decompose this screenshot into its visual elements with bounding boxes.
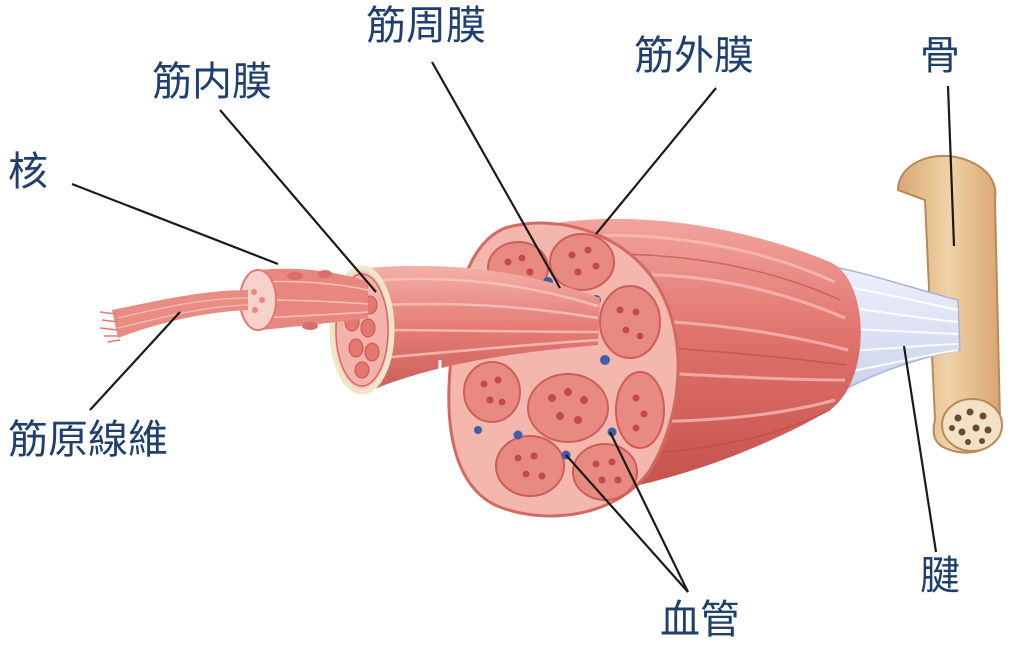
label-tendon: 腱 [920,553,960,599]
leader-line-bone [946,85,956,247]
leader-line-epimysium [595,87,717,235]
myofibril-shape [99,290,249,343]
leader-line-perimysium [431,61,561,289]
label-epimysium: 筋外膜 [634,33,754,79]
leader-line-vessel-b [609,431,689,593]
label-nucleus: 核 [8,149,48,195]
muscle-cross-section [447,221,680,518]
label-endomysium: 筋内膜 [152,59,272,105]
leader-lines [71,61,956,593]
leader-line-myofibril [89,311,181,411]
label-blood-vessel: 血管 [660,597,740,643]
leader-line-nucleus [71,182,279,266]
label-myofibril: 筋原線維 [8,417,168,463]
leader-line-vessel-a [565,454,689,593]
label-perimysium: 筋周膜 [366,3,486,49]
leader-line-endomysium [219,109,377,293]
leader-line-tendon [902,345,938,553]
muscle-fiber-shape [239,268,369,331]
label-bone: 骨 [920,33,960,79]
